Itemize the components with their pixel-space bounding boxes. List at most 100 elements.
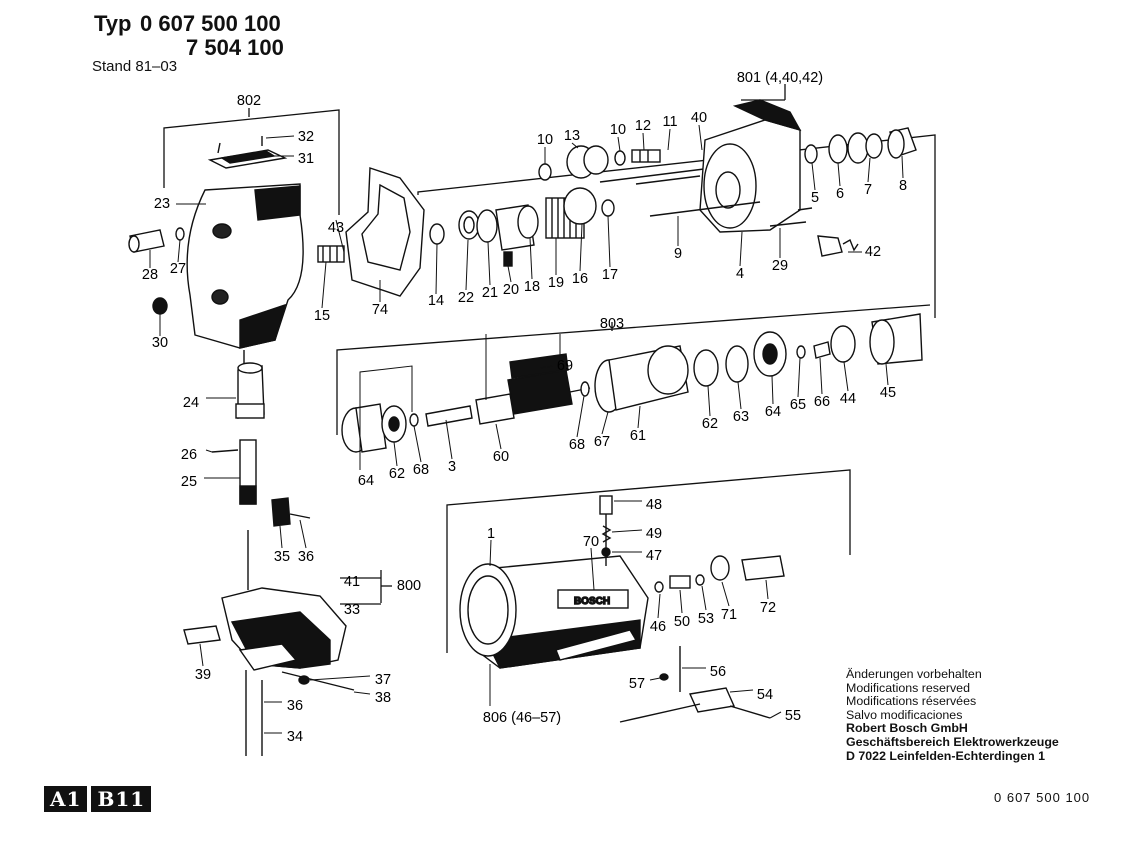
part-label-l53: 53 — [698, 611, 714, 627]
part-label-l36a: 36 — [298, 549, 314, 565]
part-label-l68a: 68 — [413, 462, 429, 478]
part-label-l801: 801 (4,40,42) — [737, 70, 823, 86]
part-label-l17: 17 — [602, 267, 618, 283]
part-label-l24: 24 — [183, 395, 199, 411]
part-label-l18: 18 — [524, 279, 540, 295]
part-label-l16: 16 — [572, 271, 588, 287]
part-label-l806: 806 (46–57) — [483, 710, 561, 726]
footer-type-number: 0 607 500 100 — [994, 790, 1091, 805]
assembly-brackets — [163, 84, 936, 653]
note-fr: Modifications réservées — [846, 694, 977, 709]
part-label-l10a: 10 — [537, 132, 553, 148]
part-label-l70: 70 — [583, 534, 599, 550]
part-label-l28: 28 — [142, 267, 158, 283]
part-label-l8: 8 — [899, 178, 907, 194]
part-label-l1: 1 — [487, 526, 495, 542]
part-label-l40: 40 — [691, 110, 707, 126]
part-label-l5: 5 — [811, 190, 819, 206]
page-tags: A1 B11 — [44, 786, 152, 812]
company-name: Robert Bosch GmbH — [846, 721, 968, 736]
part-label-l56: 56 — [710, 664, 726, 680]
part-label-l37: 37 — [375, 672, 391, 688]
part-label-l19: 19 — [548, 275, 564, 291]
part-label-l46: 46 — [650, 619, 666, 635]
part-label-l68b: 68 — [569, 437, 585, 453]
part-label-l36b: 36 — [287, 698, 303, 714]
part-label-l41: 41 — [344, 574, 360, 590]
part-label-l32: 32 — [298, 129, 314, 145]
part-label-l62b: 62 — [702, 416, 718, 432]
part-label-l48: 48 — [646, 497, 662, 513]
part-label-l14: 14 — [428, 293, 444, 309]
typ-number: 0 607 500 100 — [140, 11, 281, 36]
note-en: Modifications reserved — [846, 680, 970, 695]
part-label-l57: 57 — [629, 676, 645, 692]
part-label-l55: 55 — [785, 708, 801, 724]
part-label-l12: 12 — [635, 118, 651, 134]
part-label-l43: 43 — [328, 220, 344, 236]
note-de: Änderungen vorbehalten — [846, 667, 982, 681]
part-label-l67: 67 — [594, 434, 610, 450]
part-label-l64b: 64 — [765, 404, 781, 420]
part-label-l11: 11 — [662, 114, 677, 130]
part-label-l4: 4 — [736, 266, 744, 282]
part-label-l6: 6 — [836, 186, 844, 202]
part-label-l803: 803 — [600, 316, 624, 332]
part-label-l60: 60 — [493, 449, 509, 465]
part-label-l54: 54 — [757, 687, 773, 703]
part-label-l29: 29 — [772, 258, 788, 274]
part-label-l7: 7 — [864, 182, 872, 198]
part-label-l49: 49 — [646, 526, 662, 542]
stand-date: Stand 81–03 — [92, 58, 178, 75]
alt-type-number: 7 504 100 — [186, 35, 284, 60]
leader-lines — [149, 124, 904, 734]
part-label-l61: 61 — [630, 428, 646, 444]
part-label-l47: 47 — [646, 548, 662, 564]
brand-label: BOSCH — [574, 596, 610, 607]
part-label-l65: 65 — [790, 397, 806, 413]
part-label-l26: 26 — [181, 447, 197, 463]
part-label-l30: 30 — [152, 335, 168, 351]
part-label-l10b: 10 — [610, 122, 626, 138]
part-label-l72: 72 — [760, 600, 776, 616]
part-label-l38: 38 — [375, 690, 391, 706]
part-label-l34: 34 — [287, 729, 303, 745]
part-label-l25: 25 — [181, 474, 197, 490]
part-label-l35: 35 — [274, 549, 290, 565]
part-label-l802: 802 — [237, 93, 261, 109]
part-label-l69: 69 — [557, 358, 573, 374]
part-label-l74: 74 — [372, 302, 388, 318]
part-label-l20: 20 — [503, 282, 519, 298]
part-label-l33: 33 — [344, 602, 360, 618]
part-label-l22: 22 — [458, 290, 474, 306]
gear-housing-shade — [254, 185, 301, 221]
part-label-l13: 13 — [564, 128, 580, 144]
part-label-l23: 23 — [154, 196, 170, 212]
part-label-l31: 31 — [298, 151, 314, 167]
tag-b11: B11 — [91, 786, 152, 812]
part-label-l21: 21 — [482, 285, 498, 301]
part-label-l42: 42 — [865, 244, 881, 260]
company-address: D 7022 Leinfelden-Echterdingen 1 — [846, 748, 1045, 763]
part-label-l9: 9 — [674, 246, 682, 262]
part-label-l50: 50 — [674, 614, 690, 630]
part-label-l66: 66 — [814, 394, 830, 410]
part-label-l39: 39 — [195, 667, 211, 683]
part-label-l64a: 64 — [358, 473, 374, 489]
parts-drawing: BOSCH — [128, 99, 923, 756]
part-label-l62a: 62 — [389, 466, 405, 482]
part-label-l44: 44 — [840, 391, 856, 407]
division-name: Geschäftsbereich Elektrowerkzeuge — [846, 734, 1059, 749]
typ-label: Typ — [94, 11, 132, 36]
part-label-l45: 45 — [880, 385, 896, 401]
notes-block: Änderungen vorbehalten Modifications res… — [846, 667, 1059, 763]
part-label-l27: 27 — [170, 261, 186, 277]
part-label-l15: 15 — [314, 308, 330, 324]
part-label-l800: 800 — [397, 578, 421, 594]
part-label-l3: 3 — [448, 459, 456, 475]
tag-a1: A1 — [44, 786, 88, 812]
part-label-l63: 63 — [733, 409, 749, 425]
note-es: Salvo modificaciones — [846, 707, 963, 722]
